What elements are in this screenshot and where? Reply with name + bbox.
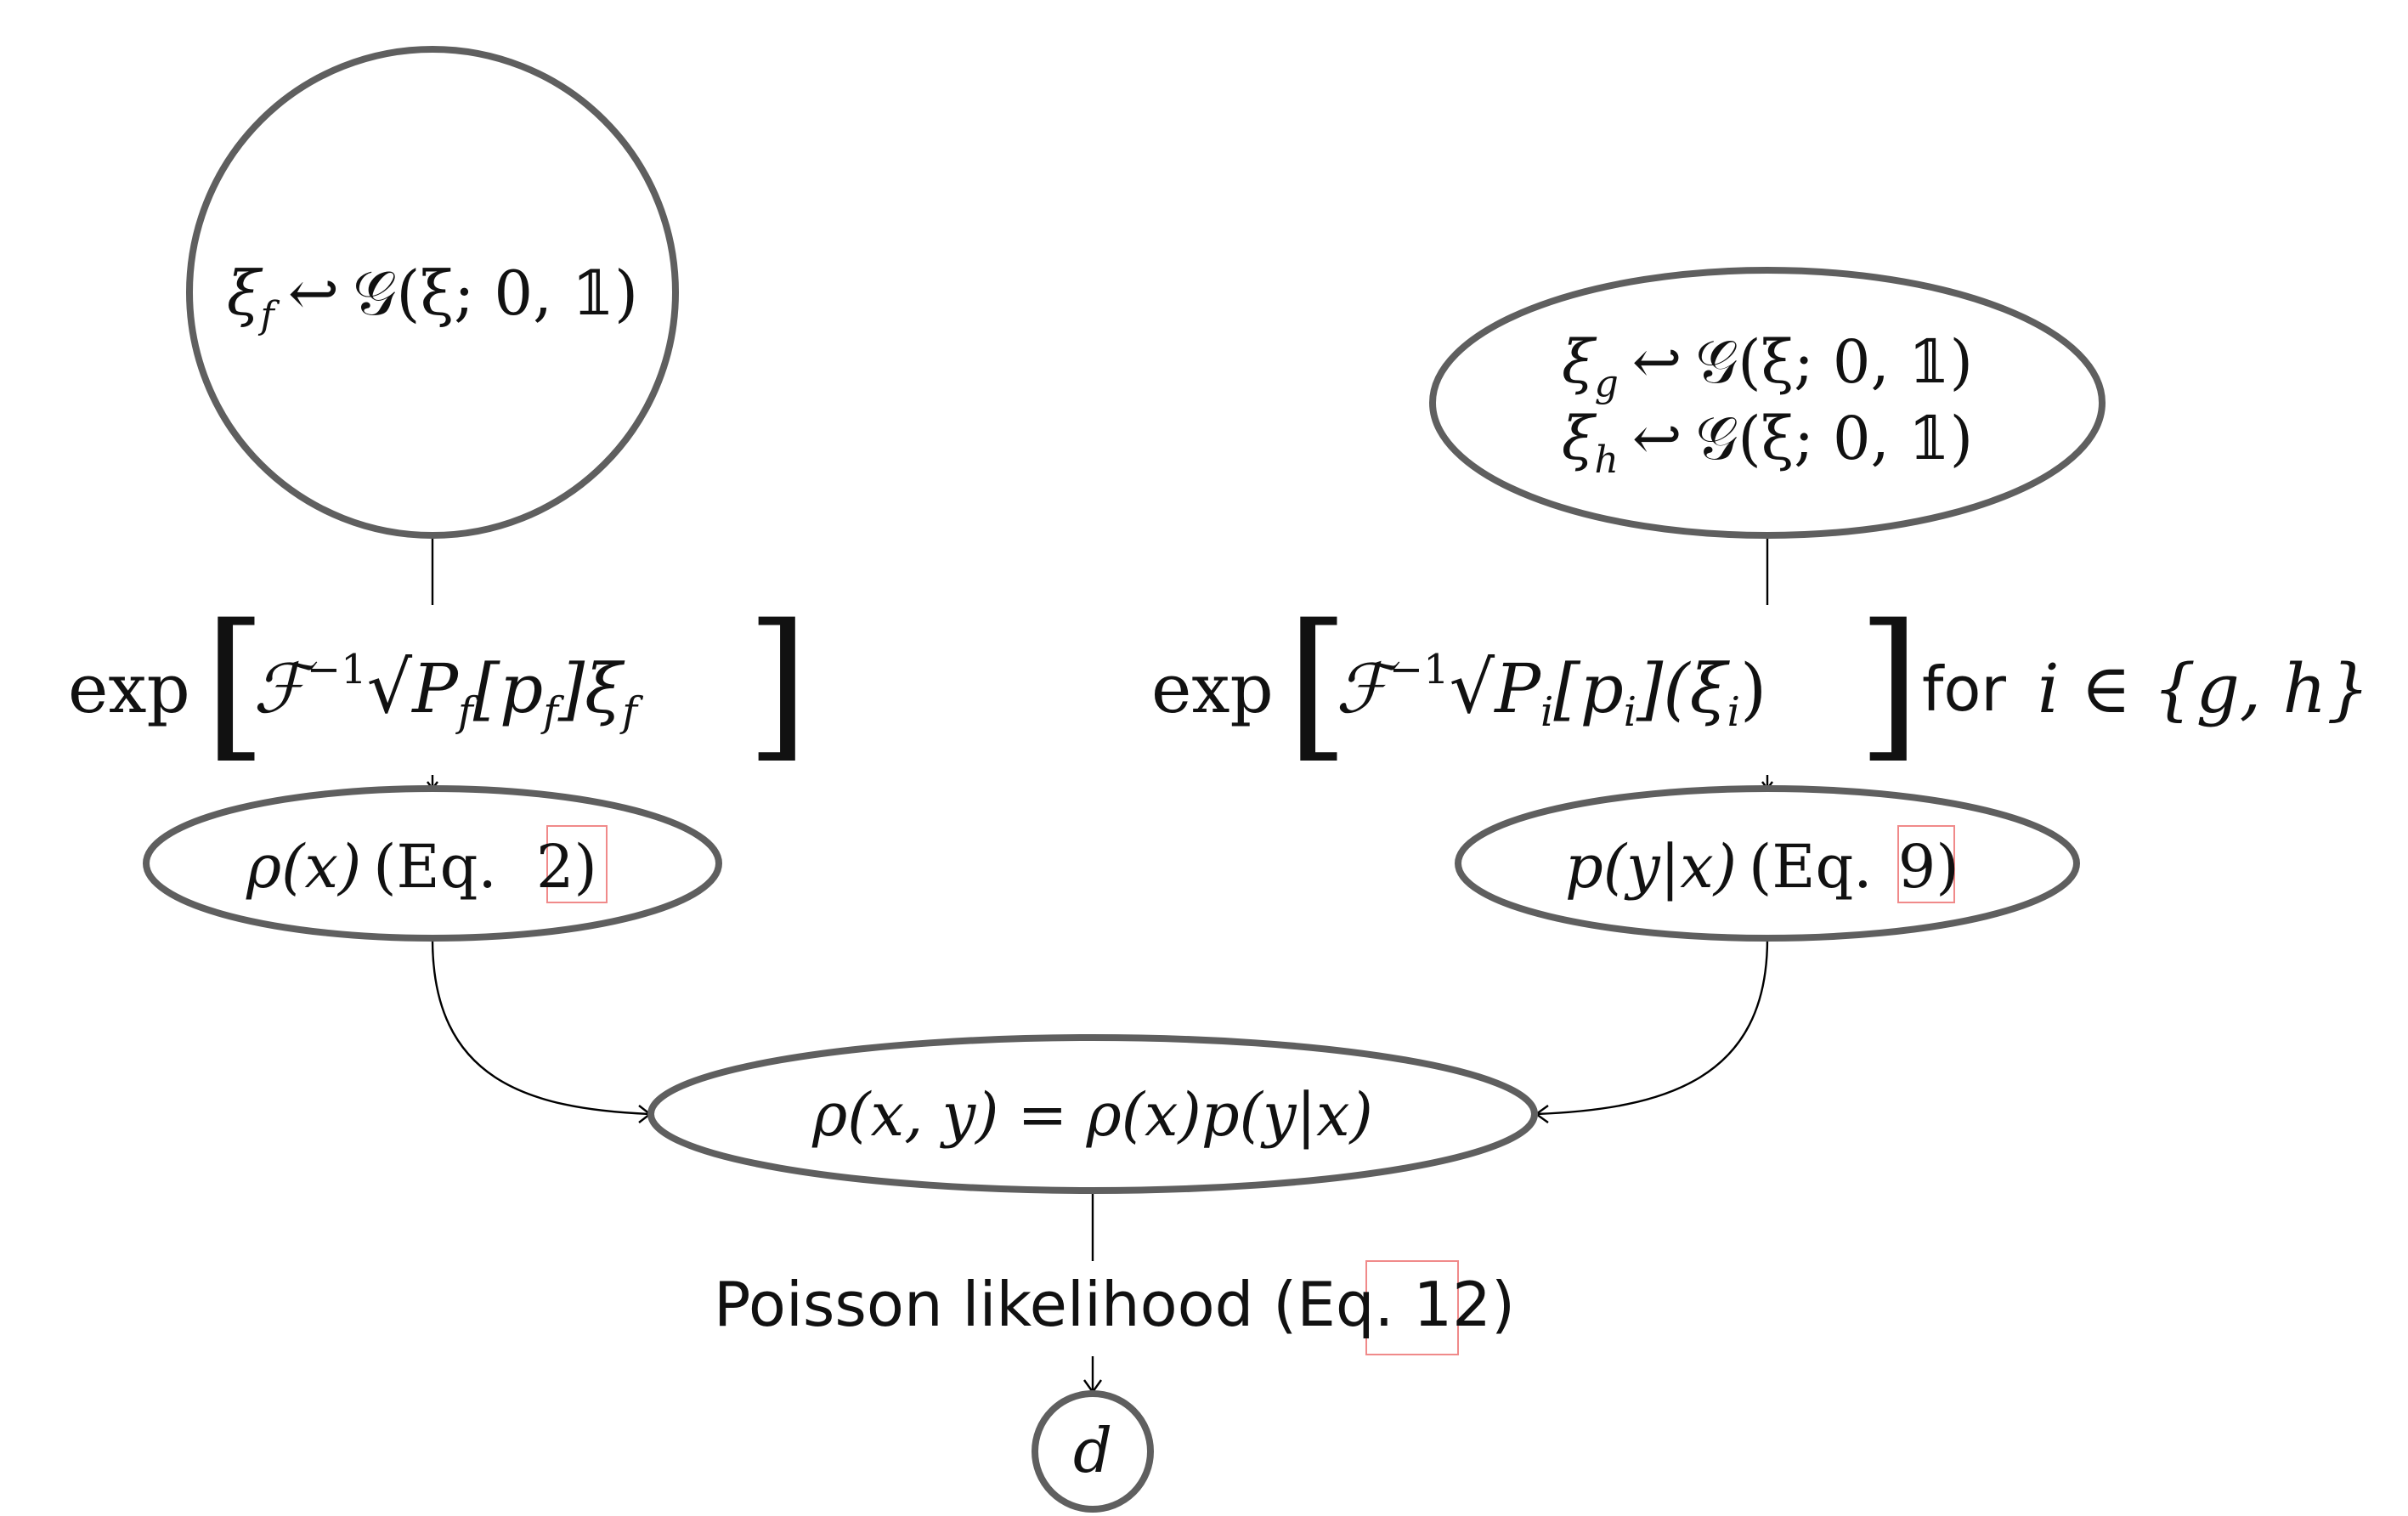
left-exp: exp xyxy=(68,649,190,728)
edge-label-left: exp [ ℱ−1√Pf[pf]ξf ] xyxy=(68,590,809,778)
left-fourier-exponent: −1 xyxy=(307,646,367,693)
ref-box-eq-12 xyxy=(1365,1260,1459,1355)
right-power-subscript: i xyxy=(1540,688,1553,736)
p-y-given-x-expr: p(y|x) xyxy=(1565,832,1737,902)
left-sqrt-sign: √ xyxy=(367,646,413,729)
right-expression: ℱ−1√Pi[pi](ξi) xyxy=(1336,646,1766,736)
left-power-spectrum: P xyxy=(410,649,459,728)
node-xi-f-circle xyxy=(186,46,679,539)
right-xi: ](ξ xyxy=(1636,649,1730,728)
xi-g-symbol: ξ xyxy=(1562,327,1597,397)
edge-p-y-x-to-rho-xy xyxy=(1535,938,1769,1116)
right-fourier-exponent: −1 xyxy=(1389,646,1450,693)
node-xi-g-line: ξg ↩𝒢(ξ; 0, 𝟙) xyxy=(1562,327,1973,405)
node-d: d xyxy=(1032,1390,1154,1513)
likelihood-prefix: Poisson likelihood (Eq. xyxy=(714,1269,1413,1340)
edge-rho-x-to-rho-xy xyxy=(431,938,651,1116)
p-y-given-x-eq-close: ) xyxy=(1936,832,1959,902)
xi-f-arrow: ↩ xyxy=(288,257,339,329)
edge-label-bottom: Poisson likelihood (Eq. 12) xyxy=(714,1260,1515,1355)
right-sqrt-sign: √ xyxy=(1450,646,1495,729)
likelihood-label: Poisson likelihood (Eq. 12) xyxy=(714,1269,1515,1340)
likelihood-eq-number: 12 xyxy=(1413,1269,1491,1340)
node-rho-x-text: ρ(x)(Eq. 2) xyxy=(246,832,597,902)
left-xi-subscript: f xyxy=(619,688,643,736)
xi-f-symbol: ξ xyxy=(227,257,263,329)
rho-x-eq-close: ) xyxy=(574,832,597,902)
rho-x-eq-number: 2 xyxy=(536,832,574,902)
node-d-text: d xyxy=(1073,1415,1112,1486)
right-open-bracket: [ xyxy=(1286,590,1349,778)
right-param: [p xyxy=(1553,649,1623,728)
right-close-paren: ) xyxy=(1740,649,1766,728)
rho-x-expr: ρ(x) xyxy=(246,832,361,902)
node-xi-f: ξf↩𝒢(ξ; 0, 𝟙) xyxy=(186,46,679,539)
node-rho-xy-ellipse xyxy=(647,1034,1538,1194)
right-for-word: for xyxy=(1922,653,2006,725)
node-p-y-given-x-text: p(y|x)(Eq. 9) xyxy=(1565,832,1959,902)
right-power-spectrum: P xyxy=(1493,649,1541,728)
xi-h-arrow: ↩ xyxy=(1632,404,1682,473)
node-rho-xy: ρ(x, y) = ρ(x)p(y|x) xyxy=(647,1034,1538,1194)
ref-box-eq-2 xyxy=(546,825,608,903)
right-param-subscript: i xyxy=(1624,688,1636,736)
edge-label-right: exp [ ℱ−1√Pi[pi](ξi) ] for i ∈ {g, h} xyxy=(1151,590,2370,778)
xi-h-symbol: ξ xyxy=(1562,404,1597,473)
xi-g-distribution: 𝒢(ξ; 0, 𝟙) xyxy=(1695,327,1973,397)
left-open-bracket: [ xyxy=(204,590,267,778)
xi-f-distribution: 𝒢(ξ; 0, 𝟙) xyxy=(353,257,638,329)
p-y-given-x-eq-number: 9 xyxy=(1898,832,1936,902)
right-xi-subscript: i xyxy=(1727,688,1740,736)
ref-box-eq-9 xyxy=(1897,825,1955,903)
xi-h-distribution: 𝒢(ξ; 0, 𝟙) xyxy=(1695,404,1973,473)
left-xi: ]ξ xyxy=(557,649,625,728)
left-close-bracket: ] xyxy=(746,590,809,778)
left-param: [p xyxy=(473,649,543,728)
xi-h-subscript: h xyxy=(1594,438,1618,482)
rho-x-eq-prefix: (Eq. xyxy=(373,832,516,902)
right-close-bracket: ] xyxy=(1857,590,1920,778)
node-d-circle xyxy=(1032,1390,1154,1513)
node-xi-gh: ξg ↩𝒢(ξ; 0, 𝟙) ξh ↩𝒢(ξ; 0, 𝟙) xyxy=(1429,267,2106,539)
p-y-given-x-eq-prefix: (Eq. xyxy=(1749,832,1891,902)
right-index-set: i ∈ {g, h} xyxy=(2038,649,2370,728)
node-rho-x: ρ(x)(Eq. 2) xyxy=(143,785,722,942)
xi-g-arrow: ↩ xyxy=(1632,327,1682,397)
likelihood-close: ) xyxy=(1491,1269,1515,1340)
node-xi-f-text: ξf↩𝒢(ξ; 0, 𝟙) xyxy=(227,257,638,337)
xi-g-subscript: g xyxy=(1595,362,1619,405)
node-rho-xy-text: ρ(x, y) = ρ(x)p(y|x) xyxy=(811,1080,1373,1150)
node-p-y-given-x: p(y|x)(Eq. 9) xyxy=(1455,785,2080,942)
node-xi-gh-ellipse xyxy=(1429,267,2106,539)
node-xi-h-line: ξh ↩𝒢(ξ; 0, 𝟙) xyxy=(1562,404,1973,482)
right-exp: exp xyxy=(1151,649,1274,728)
left-expression: ℱ−1√Pf[pf]ξf xyxy=(253,646,643,736)
